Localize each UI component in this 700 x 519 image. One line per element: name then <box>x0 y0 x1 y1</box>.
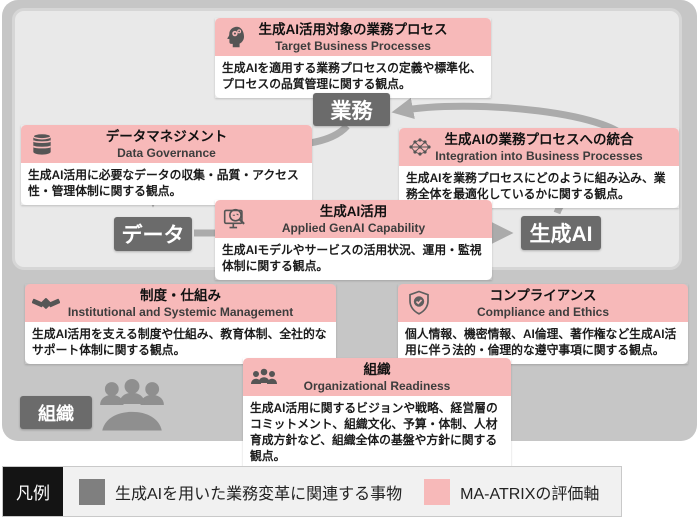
card-subtitle: Data Governance <box>117 145 216 160</box>
node-business: 業務 <box>313 93 390 126</box>
card-applied-genai: 生成AI活用 Applied GenAI Capability 生成AIモデルや… <box>215 200 492 281</box>
legend-item-label: 生成AIを用いた業務変革に関連する事物 <box>115 485 403 503</box>
legend-title: 凡例 <box>3 467 63 516</box>
card-organizational-header: 組織 Organizational Readiness <box>243 358 511 397</box>
meeting-people-icon <box>98 378 166 437</box>
card-title: 組織 <box>363 362 391 377</box>
card-organizational-titles: 組織 Organizational Readiness <box>249 362 505 393</box>
card-institutional-titles: 制度・仕組み Institutional and Systemic Manage… <box>31 288 330 319</box>
card-body: 生成AIモデルやサービスの活用状況、運用・監視体制に関する観点。 <box>215 238 492 281</box>
card-compliance-header: コンプライアンス Compliance and Ethics <box>398 284 688 323</box>
ai-network-brain-icon <box>406 133 434 161</box>
card-title: 生成AI活用 <box>319 204 388 219</box>
legend-item-label: MA-ATRIXの評価軸 <box>460 485 600 503</box>
card-compliance-titles: コンプライアンス Compliance and Ethics <box>404 288 682 319</box>
card-body: 生成AI活用に関するビジョンや戦略、経営層のコミットメント、組織文化、予算・体制… <box>243 396 511 470</box>
legend-item-eval-axes: MA-ATRIXの評価軸 <box>402 478 600 505</box>
card-subtitle: Institutional and Systemic Management <box>67 304 294 319</box>
card-title: 制度・仕組み <box>140 288 221 303</box>
card-integration-titles: 生成AIの業務プロセスへの統合 Integration into Busines… <box>405 132 673 163</box>
card-datagov-header: データマネジメント Data Governance <box>21 125 312 164</box>
card-subtitle: Organizational Readiness <box>303 378 451 393</box>
card-title: コンプライアンス <box>489 288 597 303</box>
card-body: 個人情報、機密情報、AI倫理、著作権など生成AI活用に伴う法的・倫理的な遵守事項… <box>398 322 688 365</box>
card-title: 生成AIの業務プロセスへの統合 <box>444 132 634 147</box>
card-subtitle: Target Business Processes <box>275 38 431 53</box>
database-icon <box>28 130 56 158</box>
node-genai: 生成AI <box>521 216 601 250</box>
handshake-icon <box>32 289 60 317</box>
shield-check-icon <box>405 289 433 317</box>
card-compliance: コンプライアンス Compliance and Ethics 個人情報、機密情報… <box>398 284 688 365</box>
card-target-titles: 生成AI活用対象の業務プロセス Target Business Processe… <box>221 22 485 53</box>
monitor-magnifier-icon <box>222 205 250 233</box>
head-gears-icon <box>222 23 250 51</box>
card-integration: 生成AIの業務プロセスへの統合 Integration into Busines… <box>399 128 679 209</box>
legend-bar: 凡例 生成AIを用いた業務変革に関連する事物 MA-ATRIXの評価軸 <box>2 466 622 517</box>
card-institutional-header: 制度・仕組み Institutional and Systemic Manage… <box>25 284 336 323</box>
card-body: 生成AIを適用する業務プロセスの定義や標準化、プロセスの品質管理に関する観点。 <box>215 56 491 99</box>
card-applied-titles: 生成AI活用 Applied GenAI Capability <box>221 204 486 235</box>
legend-swatch-pink <box>424 478 451 505</box>
card-datagov-titles: データマネジメント Data Governance <box>27 129 306 160</box>
card-applied-header: 生成AI活用 Applied GenAI Capability <box>215 200 492 239</box>
card-body: 生成AI活用に必要なデータの収集・品質・アクセス性・管理体制に関する観点。 <box>21 163 312 206</box>
card-title: データマネジメント <box>105 129 228 144</box>
card-subtitle: Applied GenAI Capability <box>281 220 426 235</box>
card-subtitle: Integration into Business Processes <box>435 148 643 163</box>
card-target-header: 生成AI活用対象の業務プロセス Target Business Processe… <box>215 18 491 57</box>
people-group-icon <box>250 363 278 391</box>
card-institutional: 制度・仕組み Institutional and Systemic Manage… <box>25 284 336 365</box>
legend-item-entities: 生成AIを用いた業務変革に関連する事物 <box>63 478 403 505</box>
legend-swatch-gray <box>79 478 105 505</box>
card-integration-header: 生成AIの業務プロセスへの統合 Integration into Busines… <box>399 128 679 167</box>
card-data-governance: データマネジメント Data Governance 生成AI活用に必要なデータの… <box>21 125 312 206</box>
card-subtitle: Compliance and Ethics <box>476 304 610 319</box>
node-organization: 組織 <box>20 396 92 429</box>
card-body: 生成AI活用を支える制度や仕組み、教育体制、全社的なサポート体制に関する観点。 <box>25 322 336 365</box>
card-target-business-processes: 生成AI活用対象の業務プロセス Target Business Processe… <box>215 18 491 99</box>
node-data: データ <box>114 217 192 251</box>
card-organizational-readiness: 組織 Organizational Readiness 生成AI活用に関するビジ… <box>243 358 511 470</box>
card-title: 生成AI活用対象の業務プロセス <box>258 22 448 37</box>
